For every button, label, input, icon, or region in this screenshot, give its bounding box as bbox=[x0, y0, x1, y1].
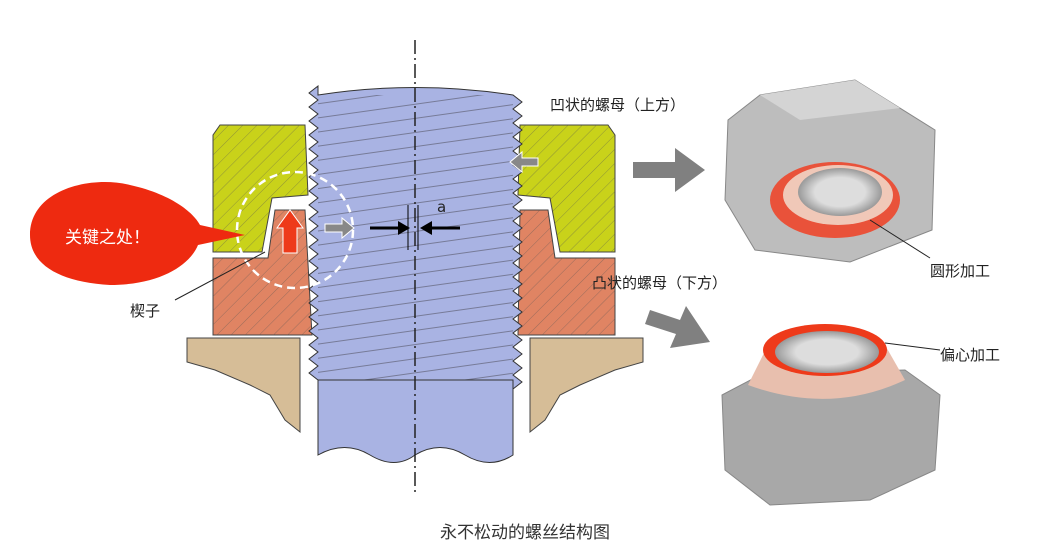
base-plate bbox=[186, 337, 644, 434]
eccentric-machining-label: 偏心加工 bbox=[940, 346, 1000, 364]
arrow-to-lower-nut-icon bbox=[645, 306, 710, 348]
convex-nut-image bbox=[721, 324, 941, 506]
force-arrows bbox=[276, 150, 539, 254]
arrow-to-upper-nut-icon bbox=[633, 148, 705, 192]
diagram-caption: 永不松动的螺丝结构图 bbox=[440, 523, 610, 543]
gray-arrow-left-icon bbox=[509, 150, 539, 174]
up-arrow-icon bbox=[276, 209, 304, 254]
key-point-label: 关键之处！ bbox=[65, 228, 150, 248]
upper-nut-label: 凹状的螺母（上方） bbox=[550, 96, 685, 114]
gap-label: a bbox=[437, 198, 446, 216]
highlight-circle bbox=[235, 170, 355, 290]
lower-nut-label: 凸状的螺母（下方） bbox=[592, 274, 727, 292]
round-machining-label: 圆形加工 bbox=[930, 262, 990, 280]
wedge-label: 楔子 bbox=[130, 302, 160, 320]
gray-arrow-right-icon bbox=[324, 216, 355, 240]
upper-nut-section bbox=[212, 124, 616, 253]
concave-nut-image bbox=[724, 79, 936, 263]
key-point-callout: 关键之处！ bbox=[30, 182, 245, 285]
wedge-leader bbox=[174, 251, 266, 301]
